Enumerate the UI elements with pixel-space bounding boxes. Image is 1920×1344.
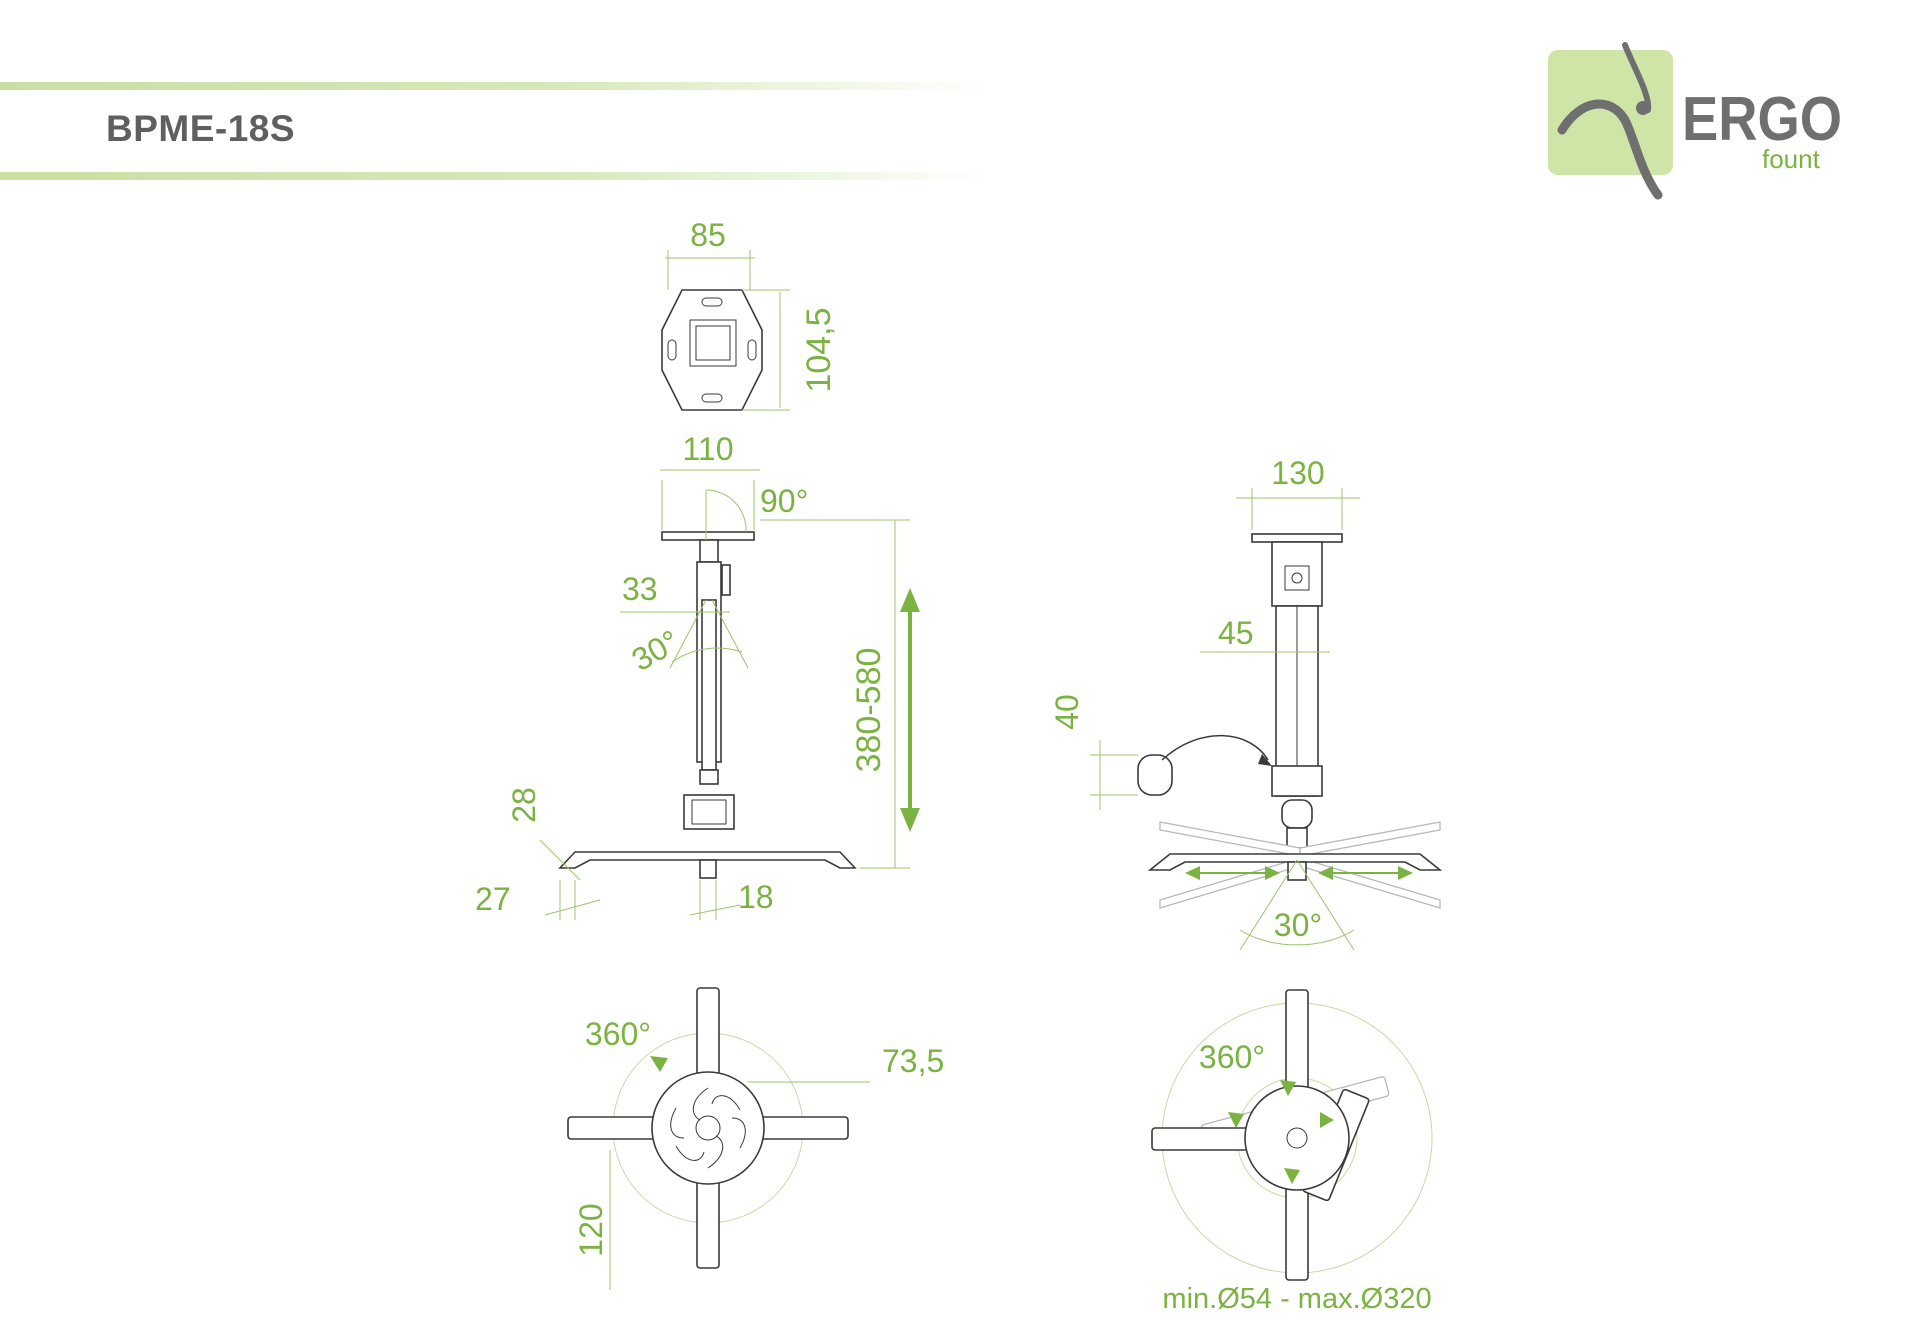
angle-30-left <box>669 599 707 669</box>
ghost-arm-right-up <box>1299 821 1441 857</box>
range-arrow-up <box>900 588 920 612</box>
tilt-30-arc <box>1239 929 1355 946</box>
rotation-arrow <box>650 1056 668 1072</box>
adjust-arrow-3 <box>1320 1112 1334 1128</box>
adjust-view: 360° min.Ø54 - max.Ø320 <box>1151 989 1433 1315</box>
front-hinge-block <box>1271 541 1323 607</box>
angle-30-arc <box>671 647 743 663</box>
side-inner-tube <box>701 599 717 771</box>
side-center-stub <box>699 859 717 879</box>
cross-hub-slots <box>670 1087 746 1169</box>
dim-line-28 <box>539 839 581 881</box>
dim-label-40: 40 <box>1049 694 1085 730</box>
logo-sub: fount <box>1762 144 1821 174</box>
adjust-hub-bolt <box>1286 1127 1308 1149</box>
adjust-arm-up <box>1285 989 1309 1091</box>
cross-hub-bolt <box>695 1115 721 1141</box>
projector-cap <box>1137 754 1173 796</box>
angle-90-arc <box>705 489 747 533</box>
front-ceiling-plate <box>1251 533 1343 543</box>
dim-line-27 <box>544 899 601 916</box>
adjust-arm-left <box>1151 1127 1253 1151</box>
dim-label-73-5: 73,5 <box>882 1043 944 1079</box>
ghost-arm-left-down <box>1159 857 1301 909</box>
angle-label-30: 30° <box>626 623 686 678</box>
header-band-bottom <box>0 172 990 180</box>
dim-label-85: 85 <box>690 217 726 253</box>
logo-swoosh <box>1557 99 1663 200</box>
ghost-arm-left-up <box>1159 821 1301 857</box>
dim-label-110: 110 <box>682 431 733 467</box>
logo-dot <box>1636 101 1650 115</box>
front-center-stub <box>1287 861 1307 881</box>
side-tilt-screw <box>721 564 731 596</box>
dim-label-33: 33 <box>622 571 658 607</box>
adjust-arrow-4 <box>1284 1168 1300 1184</box>
range-arrow-down <box>900 808 920 832</box>
plate-slot-bottom <box>701 393 723 403</box>
angle-label-90: 90° <box>760 483 808 519</box>
dim-label-28: 28 <box>506 787 542 823</box>
tilt-arrow-right-outer <box>1398 866 1413 880</box>
front-view: 130 45 40 30° <box>1049 455 1443 951</box>
dim-label-380-580: 380-580 <box>850 648 888 773</box>
dim-label-27: 27 <box>475 881 511 917</box>
tilt-label-30: 30° <box>1274 907 1322 943</box>
side-collar <box>699 769 719 785</box>
dim-label-120: 120 <box>573 1203 609 1256</box>
dim-label-45: 45 <box>1218 615 1254 651</box>
tilt-arrow-right-inner <box>1318 866 1333 880</box>
front-hinge-bolt <box>1291 572 1303 584</box>
ceiling-plate-outline <box>661 289 763 411</box>
front-ball-joint <box>1281 799 1313 829</box>
side-hinge <box>699 539 719 563</box>
adjust-arrow-2 <box>1280 1080 1296 1096</box>
dim-label-18: 18 <box>738 879 774 915</box>
plate-center-square-inner <box>695 325 731 361</box>
ergofount-logo: ERGO fount <box>1548 42 1842 200</box>
dim-label-130: 130 <box>1271 455 1324 491</box>
adjust-arrow-1 <box>1228 1112 1244 1128</box>
top-view: 85 104,5 <box>661 217 838 411</box>
plate-slot-right <box>747 339 757 361</box>
side-bracket-inner <box>691 799 727 825</box>
front-clamp <box>1271 765 1323 797</box>
front-neck <box>1286 827 1308 849</box>
cross-hub <box>651 1071 765 1185</box>
angle-30-right <box>711 599 749 669</box>
adjust-hub <box>1244 1085 1350 1191</box>
adjust-range-label: min.Ø54 - max.Ø320 <box>1162 1283 1431 1315</box>
front-hinge-screw <box>1284 565 1310 591</box>
header-band-top <box>0 82 990 90</box>
plate-center-square-outer <box>689 319 737 367</box>
cap-arrow-head <box>1258 754 1272 766</box>
cap-arrow-curve <box>1161 734 1269 761</box>
adjust-rotation-label: 360° <box>1199 1039 1265 1075</box>
plate-slot-left <box>667 339 677 361</box>
side-view: 110 90° 33 30° 380-580 28 27 18 <box>475 431 920 920</box>
tilt-arrow-left-inner <box>1265 866 1280 880</box>
rotation-label-360: 360° <box>585 1016 651 1052</box>
logo-brand: ERGO <box>1682 85 1842 154</box>
dim-label-104-5: 104,5 <box>800 307 838 392</box>
side-ceiling-plate <box>661 531 755 541</box>
model-title: BPME-18S <box>106 108 296 149</box>
adjust-arm-down <box>1285 1179 1309 1281</box>
plate-slot-top <box>701 297 723 307</box>
tilt-arrow-left-outer <box>1185 866 1200 880</box>
bottom-view: 360° 73,5 120 <box>567 987 944 1290</box>
dim-line-18 <box>689 904 741 916</box>
